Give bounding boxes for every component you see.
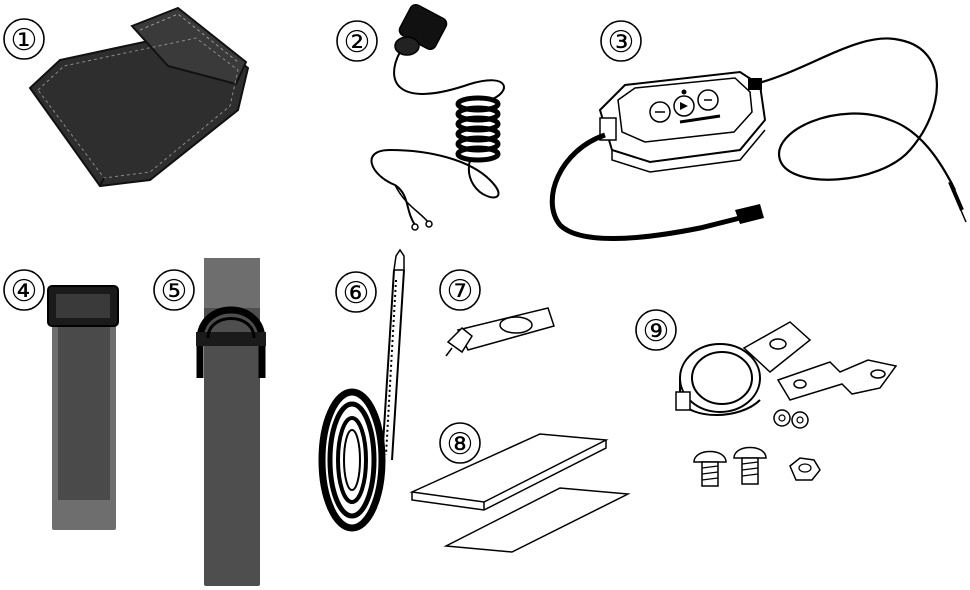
clip-number: ⑦ xyxy=(447,274,474,309)
adhesive-pads-number: ⑧ xyxy=(447,427,474,462)
controller-item: ③ xyxy=(552,21,966,239)
mount-clamp-kit-item: ⑨ xyxy=(636,310,896,486)
clip-number-badge: ⑦ xyxy=(440,270,480,310)
coiled-cable xyxy=(458,98,498,160)
microphone-item: ② xyxy=(337,3,504,230)
mount-clamp-kit-number: ⑨ xyxy=(643,314,670,349)
microphone-icon xyxy=(371,3,503,230)
controller-number-badge: ③ xyxy=(601,21,641,61)
cable-tie-roll-number: ⑥ xyxy=(343,276,370,311)
pouch-number-badge: ① xyxy=(4,19,44,59)
clamp-icon xyxy=(676,322,810,415)
microphone-number: ② xyxy=(344,25,371,60)
strap-short-number: ④ xyxy=(11,274,38,309)
nut-icon xyxy=(790,458,820,480)
bolts-icon xyxy=(694,448,766,487)
strap-short-item: ④ xyxy=(4,270,118,530)
mount-clamp-kit-number-badge: ⑨ xyxy=(636,310,676,350)
pouch-item: ① xyxy=(4,8,248,186)
adhesive-pads-item: ⑧ xyxy=(412,423,628,552)
pouch-icon xyxy=(30,8,248,186)
microphone-number-badge: ② xyxy=(337,21,377,61)
strap-short-icon xyxy=(48,286,118,530)
adhesive-pads-number-badge: ⑧ xyxy=(440,423,480,463)
controller-icon xyxy=(552,38,966,238)
strap-long-number-badge: ⑤ xyxy=(154,270,194,310)
strap-short-number-badge: ④ xyxy=(4,270,44,310)
clip-item: ⑦ xyxy=(440,270,554,356)
cable-tie-roll-number-badge: ⑥ xyxy=(336,272,376,312)
bracket-icon xyxy=(778,360,896,400)
cable-tie-roll-item: ⑥ xyxy=(322,250,404,528)
washers-icon xyxy=(774,410,808,428)
controller-number: ③ xyxy=(608,25,635,60)
strap-long-icon xyxy=(196,258,266,586)
strap-long-number: ⑤ xyxy=(161,274,188,309)
clip-icon xyxy=(446,308,554,356)
adhesive-pads-icon xyxy=(412,434,628,552)
pouch-number: ① xyxy=(11,23,38,58)
strap-long-item: ⑤ xyxy=(154,258,266,586)
